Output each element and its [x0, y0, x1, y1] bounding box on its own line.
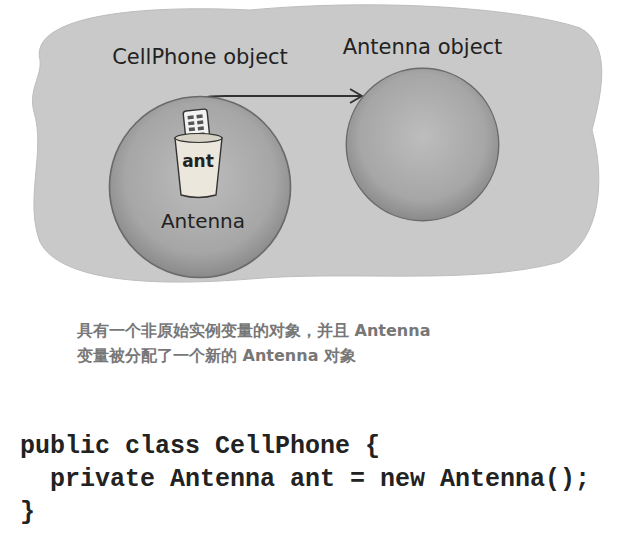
blob-shape	[32, 5, 601, 282]
remote-button	[196, 114, 202, 118]
remote-button	[189, 127, 195, 131]
code-line: }	[20, 496, 35, 529]
variable-cup: antAntenna	[158, 106, 248, 236]
circle-fill	[346, 68, 499, 221]
code-line: public class CellPhone {	[20, 430, 380, 463]
object-label: Antenna object	[343, 35, 503, 59]
variable-name: ant	[182, 151, 214, 171]
circle-fill	[109, 96, 290, 277]
remote-button	[198, 126, 204, 130]
remote-button	[187, 115, 193, 119]
object-circle: CellPhone objectantAntenna	[108, 95, 292, 279]
cup-rim	[175, 134, 222, 143]
object-circle: Antenna object	[345, 67, 500, 222]
caption-text: 具有一个非原始实例变量的对象，并且 Antenna 变量被分配了一个新的 Ant…	[77, 318, 439, 368]
object-label: CellPhone object	[112, 45, 288, 69]
variable-type: Antenna	[161, 209, 245, 233]
remote-button	[197, 120, 203, 124]
cup-body	[175, 138, 222, 198]
circle-outline	[345, 67, 500, 222]
code-line: private Antenna ant = new Antenna();	[50, 463, 590, 496]
remote-button	[188, 121, 194, 125]
